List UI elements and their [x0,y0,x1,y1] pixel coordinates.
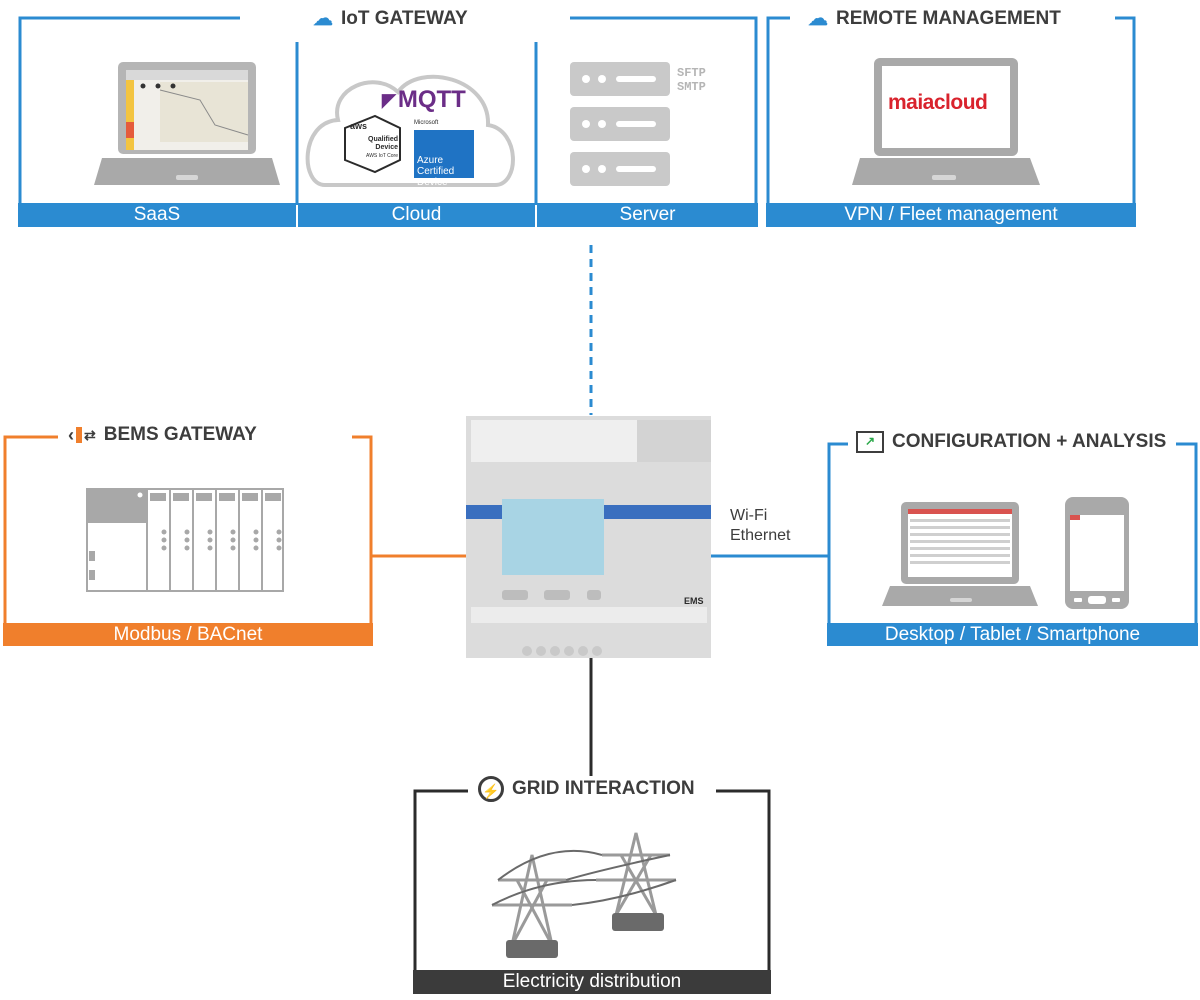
chart-icon: ↗ [856,431,884,453]
config-bar-label: Desktop / Tablet / Smartphone [884,623,1141,645]
iot-gateway-frame [18,16,758,205]
configuration-frame [827,442,1198,625]
pylon-base-left [506,940,558,958]
config-bar: Desktop / Tablet / Smartphone [827,623,1198,646]
saas-laptop-image [94,62,280,185]
bems-bar: Modbus / BACnet [3,623,373,646]
grid-bolt-icon: ⚡ [478,776,504,802]
smartphone-image [1065,497,1129,609]
saas-bar: SaaS [18,203,296,227]
server-stack-image [570,62,670,186]
remote-management-frame [766,16,1136,205]
cloud-bar: Cloud [298,203,535,227]
mqtt-logo: ◤ MQTT [382,86,466,113]
iot-gateway-title: ☁ IoT GATEWAY [305,6,476,31]
protocol-smtp: SMTP [677,80,706,94]
bems-gateway-title: ‹⇄ BEMS GATEWAY [60,424,265,446]
azure-badge: Microsoft Azure Certified Device [414,118,474,188]
ems-label: EMS [684,596,704,606]
remote-management-title: ☁ REMOTE MANAGEMENT [800,6,1069,31]
pylons-image [491,832,677,946]
wifi-label: Wi-Fi [730,507,768,524]
cloud-sync-icon: ☁ [313,8,333,30]
bems-icon: ‹⇄ [68,424,96,445]
grid-frame [413,789,771,972]
configuration-title: ↗ CONFIGURATION + ANALYSIS [848,431,1175,453]
pylon-base-right [612,913,664,931]
ems-device-image [466,416,711,658]
bems-rack-image [86,488,284,592]
remote-laptop-image [852,58,1040,185]
grid-interaction-title: ⚡ GRID INTERACTION [470,776,703,802]
cloud-refresh-icon: ☁ [808,8,828,30]
saas-label: SaaS [133,204,181,225]
server-label: Server [619,204,676,225]
vpn-label: VPN / Fleet management [844,204,1058,225]
config-laptop-image [882,502,1038,606]
connection-labels: Wi-Fi Ethernet [730,506,790,546]
aws-logo: aws [350,121,368,131]
grid-bar: Electricity distribution [413,970,771,994]
cloud-label: Cloud [391,204,442,225]
cloud-image [305,74,515,187]
bems-frame [3,435,373,625]
protocol-sftp: SFTP [677,66,706,80]
aws-badge: aws Qualified Device AWS IoT Core [350,121,398,160]
ethernet-label: Ethernet [730,527,791,544]
vpn-bar: VPN / Fleet management [766,203,1136,227]
grid-bar-label: Electricity distribution [502,971,682,992]
server-protocols: SFTP SMTP [677,66,706,94]
microsoft-logo: Microsoft [414,120,439,126]
bems-bar-label: Modbus / BACnet [113,623,263,645]
server-bar: Server [537,203,758,227]
maiacloud-logo: maiacloud [888,91,988,114]
mqtt-icon: ◤ [382,89,396,110]
